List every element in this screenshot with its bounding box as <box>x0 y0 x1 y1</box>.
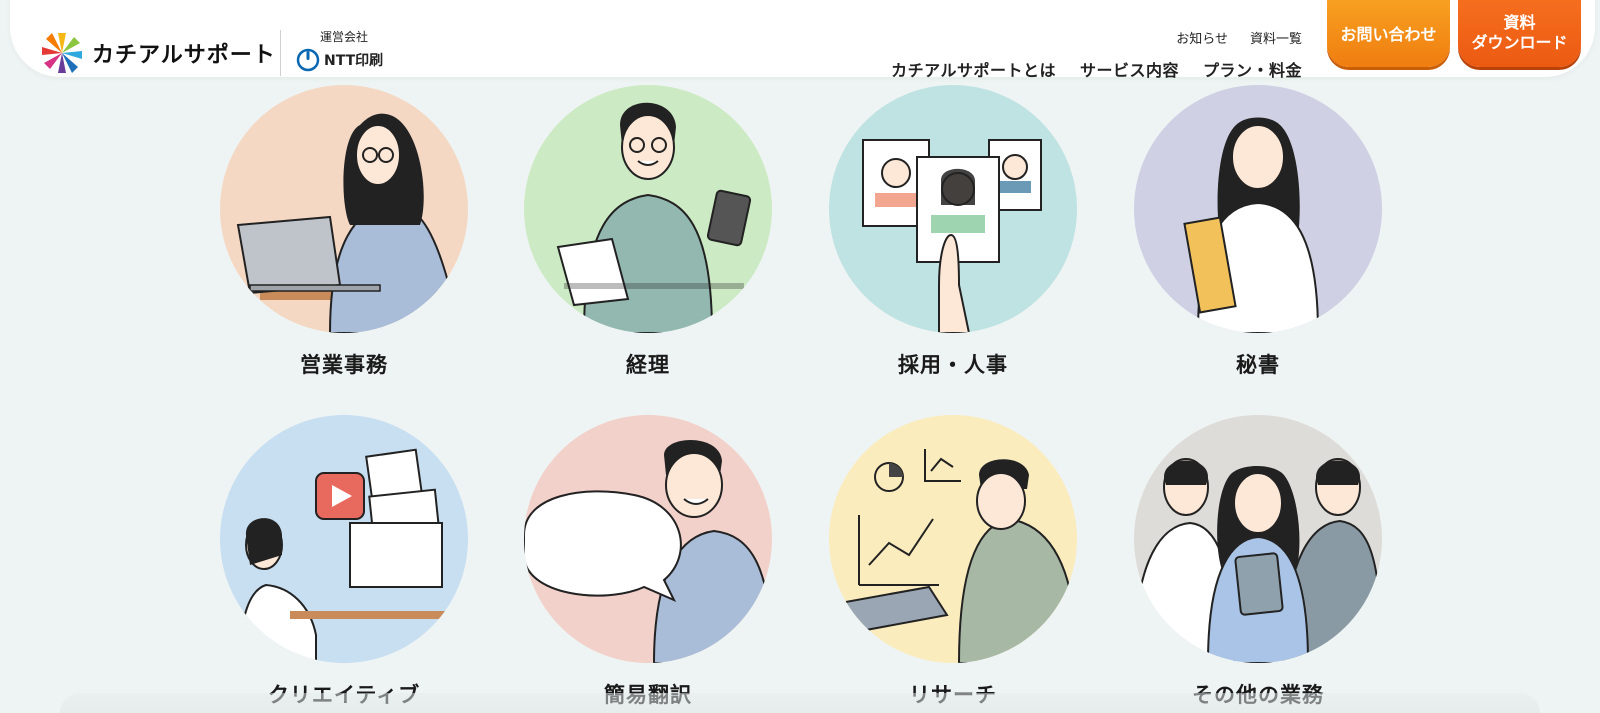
nav-pricing[interactable]: プラン・料金 <box>1202 61 1302 80</box>
download-button[interactable]: 資料 ダウンロード <box>1458 0 1581 67</box>
utility-nav: お知らせ 資料一覧 <box>1176 28 1302 47</box>
contact-button-label: お問い合わせ <box>1340 27 1437 44</box>
operator-label: 運営会社 <box>320 30 369 44</box>
brand-logo-icon <box>42 33 82 73</box>
service-card-secretary[interactable]: 秘書 <box>1134 85 1382 379</box>
brand-name: カチアルサポート <box>92 43 276 68</box>
download-button-label: 資料 ダウンロード <box>1471 14 1568 52</box>
nav-services[interactable]: サービス内容 <box>1079 61 1179 80</box>
service-card-recruiting[interactable]: 採用・人事 <box>829 85 1077 379</box>
accountant-calculator-icon <box>524 85 772 333</box>
ntt-logo-icon <box>296 48 320 72</box>
office-worker-laptop-icon <box>220 85 468 333</box>
service-card-other[interactable]: その他の業務 <box>1134 415 1382 709</box>
service-card-translation[interactable]: 簡易翻訳 <box>524 415 772 709</box>
recruiting-profiles-icon <box>829 85 1077 333</box>
site-logo[interactable]: カチアルサポート <box>40 30 276 76</box>
bottom-panel-edge <box>60 693 1540 713</box>
service-card-creative[interactable]: クリエイティブ <box>220 415 468 709</box>
service-label: 秘書 <box>1236 353 1280 377</box>
service-label: 営業事務 <box>300 353 388 377</box>
service-label: 経理 <box>626 353 670 377</box>
service-card-sales-admin[interactable]: 営業事務 <box>220 85 468 379</box>
documents-link[interactable]: 資料一覧 <box>1249 32 1302 47</box>
secretary-folder-icon <box>1134 85 1382 333</box>
nav-about[interactable]: カチアルサポートとは <box>891 61 1056 80</box>
service-card-research[interactable]: リサーチ <box>829 415 1077 709</box>
main-nav: カチアルサポートとは サービス内容 プラン・料金 <box>891 57 1302 81</box>
translator-speech-bubble-icon <box>524 415 772 663</box>
service-label: 採用・人事 <box>898 353 1008 377</box>
contact-button[interactable]: お問い合わせ <box>1327 0 1450 67</box>
news-link[interactable]: お知らせ <box>1176 32 1228 47</box>
team-members-icon <box>1134 415 1382 663</box>
operator-info: 運営会社 NTT印刷 <box>296 28 383 72</box>
service-card-accounting[interactable]: 経理 <box>524 85 772 379</box>
operator-name: NTT印刷 <box>324 53 384 69</box>
header-divider <box>280 30 281 76</box>
creative-video-icon <box>220 415 468 663</box>
research-charts-icon <box>829 415 1077 663</box>
